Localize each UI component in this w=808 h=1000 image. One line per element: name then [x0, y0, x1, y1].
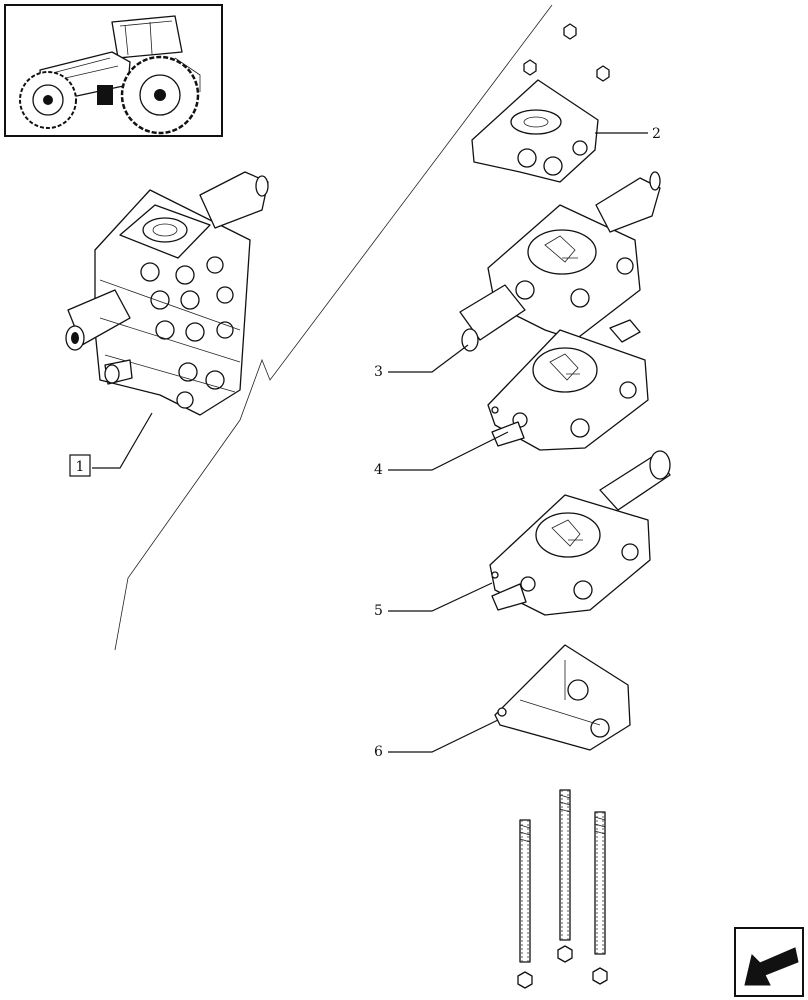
back-navigation-button[interactable] — [734, 927, 804, 997]
valve-section-3 — [459, 171, 661, 352]
nut — [523, 23, 610, 82]
tie-rod — [594, 811, 606, 955]
callout-1: 1 — [69, 454, 91, 477]
tie-rod — [519, 819, 531, 963]
arrow-back-icon — [744, 947, 799, 986]
front-wheel — [19, 71, 77, 129]
end-cover — [494, 644, 631, 751]
valve-section-5 — [489, 450, 671, 616]
nut — [517, 945, 608, 989]
valve-section-4 — [487, 319, 649, 451]
rear-wheel — [120, 55, 200, 135]
tie-rod — [559, 789, 571, 941]
valve-assembly — [65, 171, 269, 416]
leader-lines — [92, 132, 648, 753]
callout-4: 4 — [374, 462, 383, 478]
callout-6: 6 — [374, 744, 383, 760]
callout-5: 5 — [374, 603, 383, 619]
tractor-thumbnail — [4, 4, 223, 137]
callout-2: 2 — [652, 126, 661, 142]
callout-3: 3 — [374, 364, 383, 380]
separation-line — [114, 4, 553, 651]
svg-text:1: 1 — [76, 459, 85, 475]
cover-plate — [471, 79, 599, 183]
